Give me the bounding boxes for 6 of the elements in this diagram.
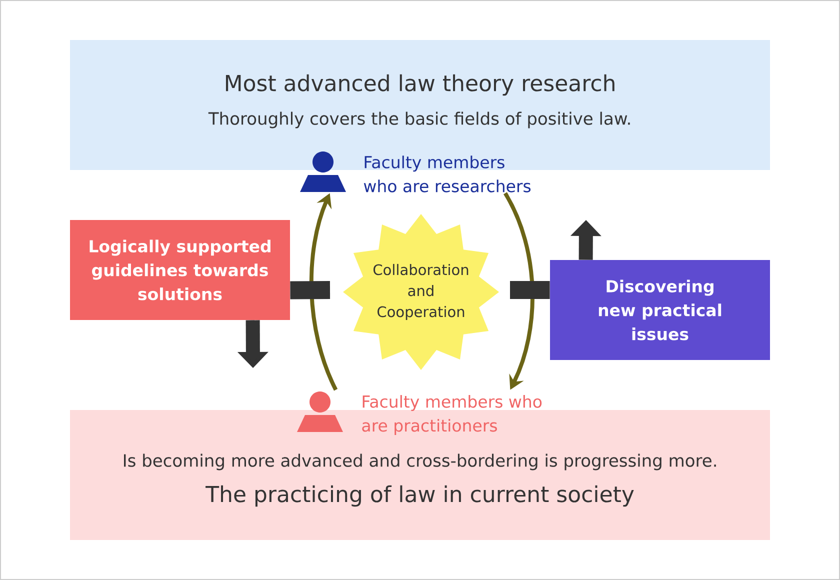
solution-box: Logically supported guidelines towards solutions [70,220,290,320]
connector-bar [290,281,330,300]
caption-text: Faculty members who are practitioners [362,395,542,435]
issue-box: Discovering new practical issues [550,260,770,360]
caption-text: Faculty members who are researchers [364,156,531,192]
connector-bar [510,281,550,299]
